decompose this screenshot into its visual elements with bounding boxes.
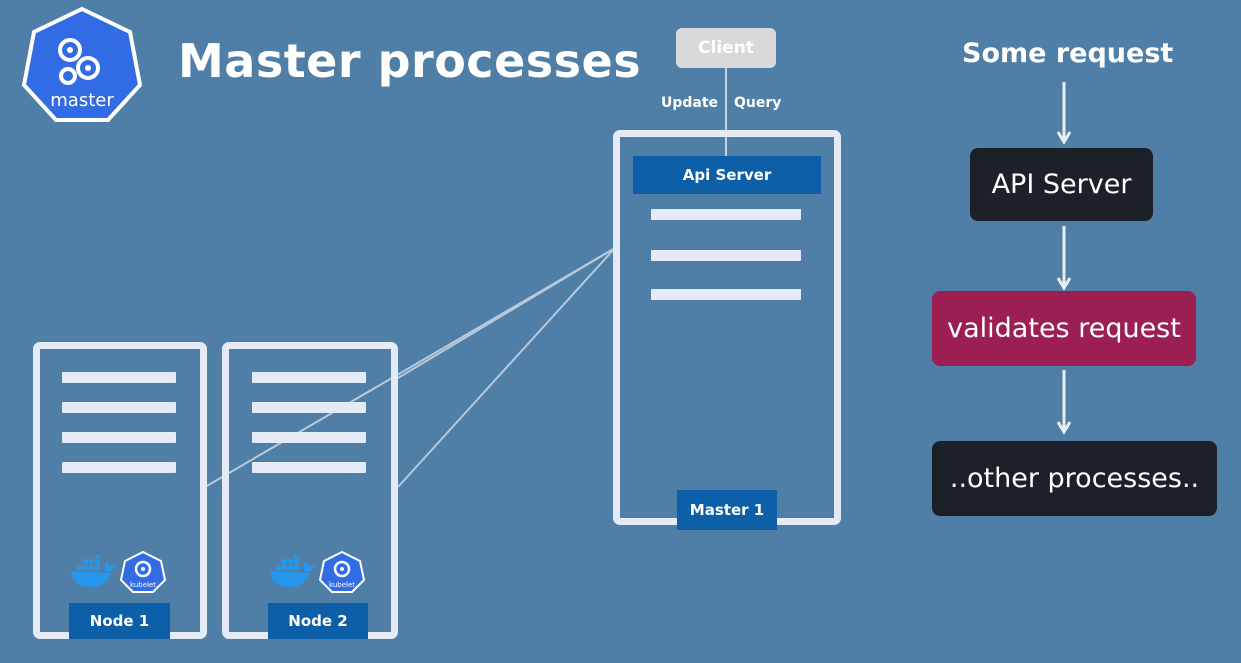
node-bar [62, 402, 176, 413]
master-bar [651, 289, 801, 300]
flow-start-label: Some request [962, 38, 1174, 69]
flow-step-other-processes: ..other processes.. [932, 441, 1217, 516]
kubelet-text: kubelet [130, 581, 156, 589]
update-label: Update [661, 95, 719, 111]
node2-master-link-lower [397, 247, 616, 488]
node2-master-link [397, 247, 616, 379]
node-bar [62, 432, 176, 443]
arrow-down-icon [1056, 421, 1072, 435]
flow-step-api-server: API Server [970, 148, 1153, 221]
kubelet-text: kubelet [329, 581, 355, 589]
node-bar [252, 462, 366, 473]
api-server-label: Api Server [633, 156, 821, 194]
kubelet-icon: kubelet [120, 550, 166, 593]
node2-server [222, 342, 398, 639]
node-bar [62, 372, 176, 383]
node-bar [252, 402, 366, 413]
arrow-down-icon [1056, 131, 1072, 145]
kubelet-icon: kubelet [319, 550, 365, 593]
flow-step-validates-request: validates request [932, 291, 1196, 366]
docker-whale-icon [270, 555, 315, 587]
node1-label: Node 1 [69, 603, 170, 639]
node1-server [33, 342, 207, 639]
master-bar [651, 250, 801, 261]
kubernetes-master-icon: master [21, 6, 143, 122]
node2-label: Node 2 [268, 603, 368, 639]
page-title: Master processes [178, 34, 642, 88]
master-name-label: Master 1 [677, 490, 777, 530]
node-bar [252, 372, 366, 383]
node-bar [252, 432, 366, 443]
docker-whale-icon [71, 555, 116, 587]
arrow-down-icon [1056, 277, 1072, 291]
logo-text: master [50, 90, 114, 111]
flow-arrows [1056, 82, 1072, 435]
kubernetes-master-logo: master [21, 6, 143, 124]
query-label: Query [734, 95, 782, 111]
client-box: Client [676, 28, 776, 68]
master-bar [651, 209, 801, 220]
node-bar [62, 462, 176, 473]
